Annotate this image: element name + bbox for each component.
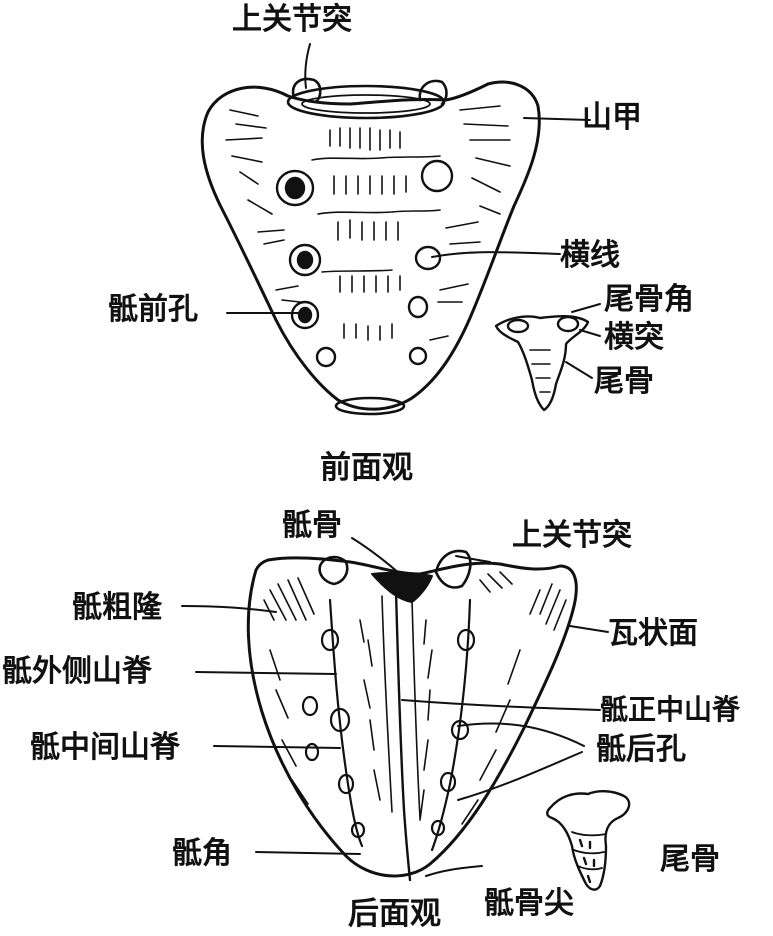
caption-front-view: 前面观: [320, 450, 413, 486]
label-intermediate-sacral-crest: 骶中间山脊: [30, 730, 180, 766]
front-coccyx: [496, 316, 588, 410]
label-coccygeal-cornu: 尾骨角: [604, 282, 694, 318]
caption-back-view: 后面观: [348, 896, 441, 932]
label-anterior-sacral-foramina: 骶前孔: [108, 292, 198, 328]
label-sacral-tuberosity: 骶粗隆: [72, 590, 162, 626]
label-promontory: 山甲: [582, 100, 642, 136]
label-superior-articular-process-back: 上关节突: [512, 518, 632, 554]
label-transverse-ridges: 横线: [560, 238, 620, 274]
front-anterior-foramina: [277, 161, 452, 366]
label-posterior-sacral-foramina: 骶后孔: [596, 732, 686, 768]
label-auricular-surface: 瓦状面: [608, 616, 698, 652]
label-sacrum: 骶骨: [282, 508, 342, 544]
label-superior-articular-process-front: 上关节突: [232, 2, 352, 38]
label-sacral-cornu: 骶角: [172, 836, 232, 872]
label-sacral-apex: 骶骨尖: [484, 886, 574, 922]
label-lateral-sacral-crest: 骶外侧山脊: [2, 654, 152, 690]
label-median-sacral-crest: 骶正中山脊: [600, 692, 740, 728]
label-coccyx-back: 尾骨: [660, 842, 720, 878]
back-coccyx: [547, 791, 629, 889]
label-coccyx-front: 尾骨: [594, 364, 654, 400]
label-transverse-process: 横突: [604, 320, 664, 356]
